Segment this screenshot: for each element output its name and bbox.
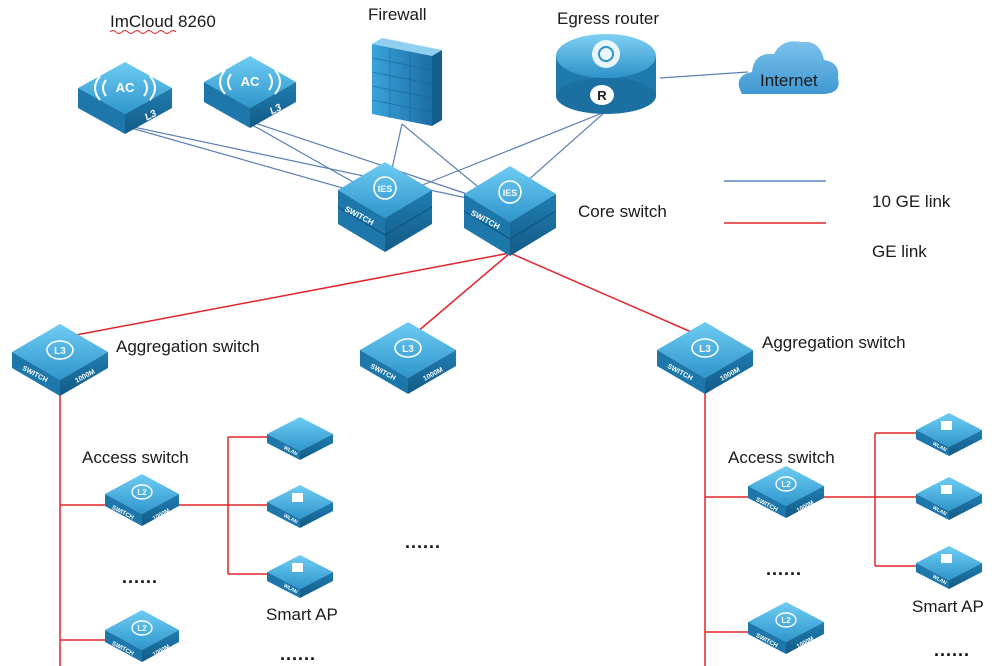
- link-core-aggregation-right: [509, 252, 706, 339]
- smart-ap-right-2: WLAN: [916, 477, 982, 520]
- link-router-internet: [659, 71, 749, 79]
- access-switch-left-1: L2 SWITCH 1000M: [105, 474, 179, 526]
- smart-ap-left-1: WLAN: [267, 371, 333, 460]
- svg-text:L3: L3: [54, 346, 66, 357]
- ap-icon: [941, 485, 952, 494]
- ellipsis-left-access: ......: [122, 567, 158, 587]
- svg-text:L3: L3: [699, 344, 711, 355]
- svg-text:L3: L3: [402, 344, 414, 355]
- ellipsis-right-ap: ......: [934, 640, 970, 660]
- smart-ap-left-label: Smart AP: [266, 605, 338, 624]
- ap-icon: [941, 421, 952, 430]
- svg-text:L2: L2: [781, 480, 791, 489]
- router-swirl-icon: [592, 40, 620, 68]
- smart-ap-right-3: WLAN: [916, 546, 982, 589]
- svg-text:IES: IES: [503, 188, 518, 198]
- svg-text:L2: L2: [137, 488, 147, 497]
- ap-icon: [292, 563, 303, 572]
- svg-text:IES: IES: [378, 184, 393, 194]
- l3-icon: [46, 340, 74, 360]
- aggregation-switch-left-label: Aggregation switch: [116, 337, 260, 356]
- firewall-device: [371, 38, 442, 126]
- ellipsis-middle: ......: [405, 532, 441, 552]
- l2-icon: [775, 612, 797, 628]
- link-core-aggregation-middle: [409, 252, 511, 339]
- ten-ge-links: [109, 71, 749, 206]
- ac-controller-2: AC L3: [204, 56, 296, 128]
- ies-icon: [498, 180, 522, 204]
- l3-icon: [394, 338, 422, 358]
- link-ac1-core1: [109, 121, 386, 201]
- link-core-aggregation-left: [59, 252, 511, 339]
- smart-ap-left-2: WLAN: [267, 485, 333, 528]
- core-switch-label: Core switch: [578, 202, 667, 221]
- ac-label: AC: [241, 74, 260, 89]
- core-switch-2: IES SWITCH: [463, 166, 557, 256]
- wifi-icon: [219, 69, 281, 95]
- smart-ap-right-1: WLAN: [916, 413, 982, 456]
- legend-10ge-label: 10 GE link: [872, 192, 951, 211]
- svg-text:L2: L2: [781, 616, 791, 625]
- ies-icon: [373, 176, 397, 200]
- legend-ge-label: GE link: [872, 242, 927, 261]
- l2-icon: [131, 484, 153, 500]
- ap-icon: [941, 554, 952, 563]
- wifi-icon: [94, 75, 156, 101]
- imcloud-label: ImCloud 8260: [110, 12, 216, 31]
- access-switch-right-1: L2 SWITCH 1000M: [748, 466, 824, 518]
- l3-tag: L3: [268, 102, 284, 117]
- l2-icon: [131, 620, 153, 636]
- l3-tag: L3: [143, 108, 159, 123]
- link-ac1-core2: [109, 121, 501, 206]
- internet-cloud: Internet: [738, 41, 839, 94]
- svg-text:L2: L2: [137, 624, 147, 633]
- internet-label: Internet: [760, 71, 818, 90]
- aggregation-switch-middle: L3 SWITCH 1000M: [360, 322, 456, 394]
- l3-icon: [691, 338, 719, 358]
- ellipsis-right-access: ......: [766, 559, 802, 579]
- svg-text:R: R: [597, 88, 607, 103]
- ap-icon: [292, 493, 303, 502]
- link-ac2-core2: [239, 117, 501, 206]
- spellcheck-underline: [109, 30, 177, 34]
- l2-icon: [775, 476, 797, 492]
- aggregation-switch-left: L3 SWITCH 1000M: [12, 324, 108, 396]
- aggregation-switch-right-label: Aggregation switch: [762, 333, 906, 352]
- router-r-badge: R: [590, 85, 614, 105]
- egress-router-device: R: [556, 34, 656, 114]
- ellipsis-left-ap: ......: [280, 644, 316, 664]
- smart-ap-left-3: WLAN: [267, 555, 333, 598]
- access-switch-right-2: L2 SWITCH 1000M: [748, 602, 824, 654]
- aggregation-switch-right: L3 SWITCH 1000M: [657, 322, 753, 394]
- ac-label: AC: [116, 80, 135, 95]
- ap-icon: [292, 371, 303, 383]
- legend: 10 GE link GE link: [724, 180, 951, 261]
- smart-ap-right-label: Smart AP: [912, 597, 984, 616]
- ac-controller-1: AC L3: [78, 62, 172, 134]
- egress-router-label: Egress router: [557, 9, 659, 28]
- access-switch-left-2: L2 SWITCH 1000M: [105, 610, 179, 662]
- access-switch-right-label: Access switch: [728, 448, 835, 467]
- access-switch-left-label: Access switch: [82, 448, 189, 467]
- ge-links: [59, 252, 918, 666]
- firewall-label: Firewall: [368, 5, 427, 24]
- core-switch-1: IES SWITCH: [337, 162, 433, 252]
